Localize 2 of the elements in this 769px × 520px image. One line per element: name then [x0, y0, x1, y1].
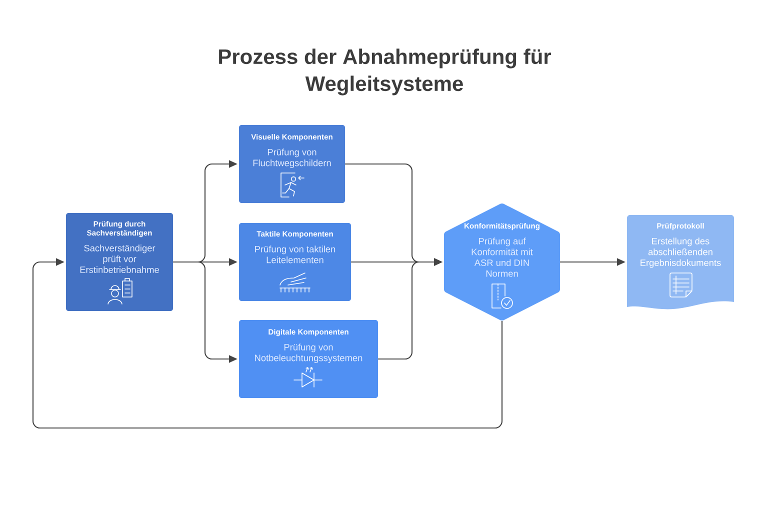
arrow — [32, 258, 503, 429]
title: Prozess der Abnahmeprüfung für Wegleitsysteme — [219, 48, 552, 96]
